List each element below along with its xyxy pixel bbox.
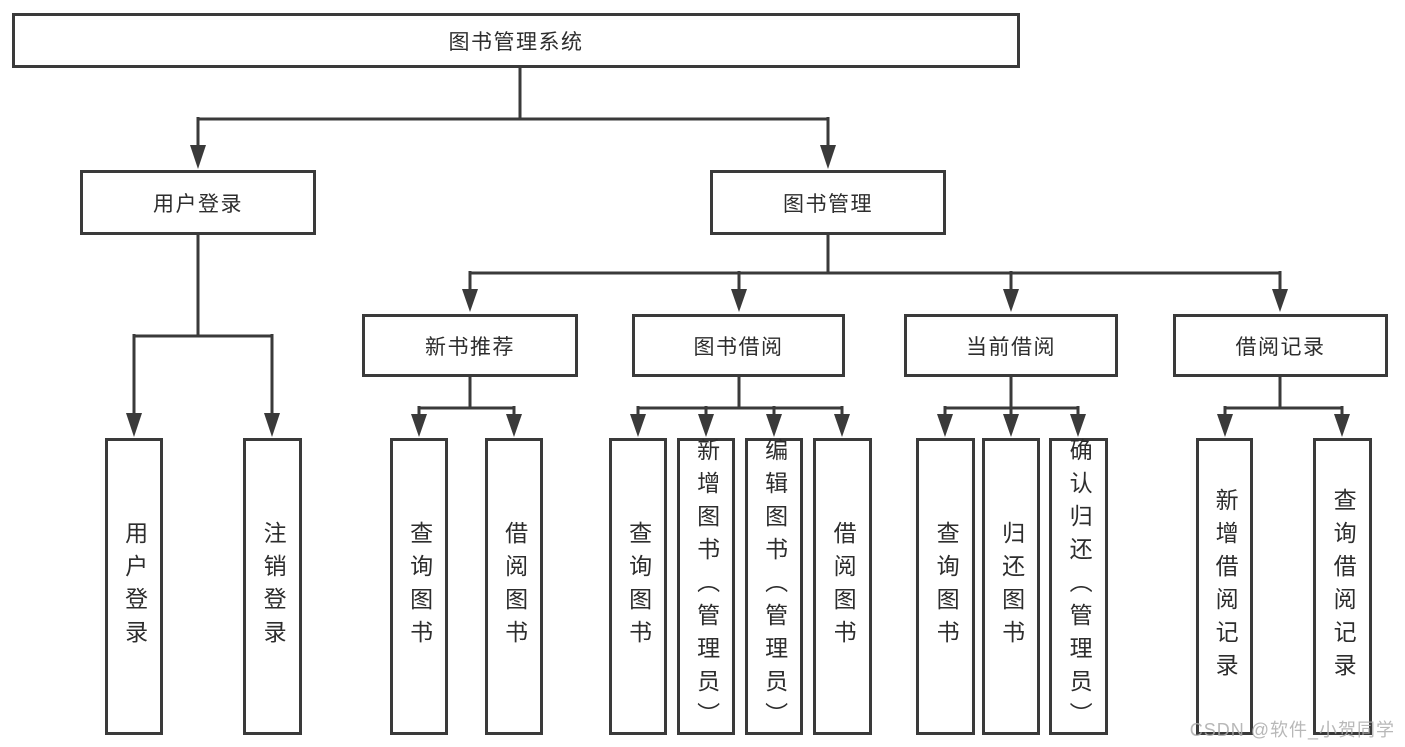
leaf-user-login-label: 用户登录 xyxy=(121,520,148,653)
node-borrowing-records-label: 借阅记录 xyxy=(1235,335,1326,359)
node-user-login: 用户登录 xyxy=(80,170,316,235)
leaf-recommend-borrow-books-label: 借阅图书 xyxy=(501,520,528,653)
leaf-borrowing-borrow-books: 借阅图书 xyxy=(813,438,872,735)
node-root-label: 图书管理系统 xyxy=(448,30,584,54)
leaf-confirm-return-admin-label: 确认归还（管理员） xyxy=(1066,438,1093,735)
node-root: 图书管理系统 xyxy=(12,13,1020,68)
leaf-current-query-books: 查询图书 xyxy=(916,438,975,735)
node-current-borrowing: 当前借阅 xyxy=(904,314,1118,377)
node-book-borrowing: 图书借阅 xyxy=(632,314,845,377)
node-new-book-recommend-label: 新书推荐 xyxy=(425,335,515,359)
leaf-borrowing-query-books-label: 查询图书 xyxy=(625,520,652,653)
node-book-borrowing-label: 图书借阅 xyxy=(693,335,784,359)
node-book-management: 图书管理 xyxy=(710,170,946,235)
leaf-recommend-query-books-label: 查询图书 xyxy=(406,520,433,653)
leaf-recommend-borrow-books: 借阅图书 xyxy=(485,438,543,735)
leaf-query-borrow-record-label: 查询借阅记录 xyxy=(1330,487,1357,686)
leaf-add-borrow-record-label: 新增借阅记录 xyxy=(1212,487,1239,686)
leaf-edit-books-admin: 编辑图书（管理员） xyxy=(745,438,803,735)
node-current-borrowing-label: 当前借阅 xyxy=(966,335,1056,359)
leaf-edit-books-admin-label: 编辑图书（管理员） xyxy=(761,438,788,735)
leaf-logout-label: 注销登录 xyxy=(260,520,287,653)
node-book-management-label: 图书管理 xyxy=(783,192,873,216)
leaf-add-books-admin-label: 新增图书（管理员） xyxy=(693,438,720,735)
node-user-login-label: 用户登录 xyxy=(153,192,243,216)
leaf-user-login: 用户登录 xyxy=(105,438,163,735)
leaf-borrowing-query-books: 查询图书 xyxy=(609,438,667,735)
node-borrowing-records: 借阅记录 xyxy=(1173,314,1388,377)
csdn-watermark: CSDN @软件_小贺同学 xyxy=(1189,720,1395,740)
node-new-book-recommend: 新书推荐 xyxy=(362,314,578,377)
leaf-return-books-label: 归还图书 xyxy=(998,520,1025,653)
connector-lines xyxy=(132,68,1344,419)
leaf-return-books: 归还图书 xyxy=(982,438,1040,735)
leaf-add-books-admin: 新增图书（管理员） xyxy=(677,438,735,735)
leaf-query-borrow-record: 查询借阅记录 xyxy=(1313,438,1372,735)
leaf-borrowing-borrow-books-label: 借阅图书 xyxy=(830,520,857,653)
leaf-recommend-query-books: 查询图书 xyxy=(390,438,448,735)
leaf-add-borrow-record: 新增借阅记录 xyxy=(1196,438,1253,735)
leaf-confirm-return-admin: 确认归还（管理员） xyxy=(1049,438,1108,735)
leaf-current-query-books-label: 查询图书 xyxy=(933,520,960,653)
leaf-logout: 注销登录 xyxy=(243,438,302,735)
arrowhead-icons xyxy=(126,145,1350,437)
